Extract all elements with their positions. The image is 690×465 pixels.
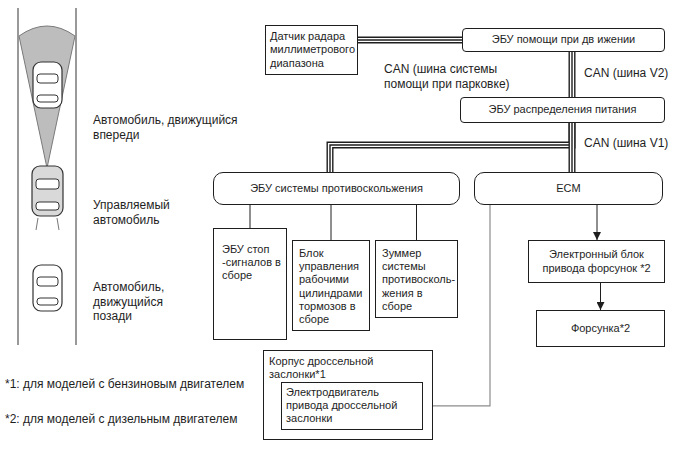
radar-cone: [19, 26, 75, 168]
node-text: ЭБУ стоп -сигналов в сборе: [222, 243, 281, 283]
node-text: Зуммер системы противосколь- жения в сбо…: [382, 247, 453, 313]
road-edge: [75, 8, 76, 345]
node-text: ЭБУ системы противоскольжения: [218, 182, 455, 195]
node-text: Датчик радара миллиметрового диапазона: [270, 30, 353, 70]
connector-stroke: [571, 52, 572, 97]
housing-box: Корпус дроссельной заслонки*1Электродвиг…: [263, 350, 433, 440]
footnote: *2: для моделей с дизельным двигателем: [5, 412, 245, 427]
connector-stroke: [570, 123, 574, 172]
component-box: Блок управления рабочими цилиндрами торм…: [292, 240, 370, 331]
car-window: [36, 179, 59, 189]
node-text: ЭБУ помощи при дв ижении: [467, 33, 660, 46]
can-bus: [330, 123, 572, 172]
ecu-box: ЭБУ системы противоскольжения: [213, 172, 460, 205]
can-bus: [358, 40, 462, 41]
can-bus: [572, 123, 573, 172]
signal-line: [250, 205, 251, 228]
component-box: Электронный блок привода форсунок *2: [528, 240, 665, 283]
car-window: [37, 298, 58, 305]
connector-stroke: [250, 205, 251, 228]
signal-line: [600, 283, 601, 310]
connector-stroke: [330, 123, 572, 172]
connector-stroke: [416, 205, 417, 240]
component-box: Форсунка*2: [536, 310, 665, 347]
component-box: Электродвигатель привода дроссельной зас…: [281, 382, 423, 430]
connector-stroke: [358, 38, 462, 42]
connector-stroke: [358, 37, 462, 44]
car-window: [36, 202, 59, 210]
sensor-box: Датчик радара миллиметрового диапазона: [265, 25, 358, 75]
connector-stroke: [570, 52, 574, 97]
footnote: *1: для моделей с бензиновым двигателем: [5, 377, 245, 392]
signal-line: [331, 205, 332, 240]
connector-stroke: [330, 123, 572, 172]
front-car: [33, 62, 62, 108]
can-bus: [572, 52, 573, 97]
motion-line: [36, 218, 38, 230]
road-edge: [17, 8, 18, 345]
own-car: [32, 166, 63, 216]
bus-label: CAN (шина V2): [582, 66, 670, 81]
motion-line: [57, 218, 59, 230]
vehicle-label: Автомобиль, движущийся впереди: [93, 113, 258, 142]
node-text: Электродвигатель привода дроссельной зас…: [286, 386, 418, 426]
connector-stroke: [597, 205, 598, 240]
connector-stroke: [331, 205, 332, 240]
signal-line: [416, 205, 417, 240]
signal-line: [597, 205, 598, 240]
connector-stroke: [569, 52, 576, 97]
vehicle-label: Автомобиль, движущийся позади: [93, 280, 188, 324]
node-text: ЭБУ распределения питания: [465, 103, 660, 116]
connector-stroke: [358, 39, 462, 40]
car-window: [37, 95, 58, 102]
vehicle-label: Управляемый автомобиль: [93, 198, 203, 227]
node-text: Корпус дроссельной заслонки*1: [269, 355, 427, 381]
rear-car: [33, 265, 62, 311]
car-window: [37, 277, 58, 286]
connector-stroke: [571, 123, 572, 172]
ecu-box: ЭБУ помощи при дв ижении: [462, 28, 665, 52]
connector-stroke: [569, 123, 576, 172]
node-text: ECM: [479, 182, 658, 195]
node-text: Блок управления рабочими цилиндрами торм…: [299, 247, 365, 326]
bus-label: CAN (шина V1): [582, 136, 670, 151]
connector-stroke: [330, 123, 572, 172]
bus-label: CAN (шина системы помощи при парковке): [382, 62, 526, 91]
component-box: Зуммер системы противосколь- жения в сбо…: [375, 240, 458, 318]
ecu-box: ECM: [474, 172, 663, 205]
component-box: ЭБУ стоп -сигналов в сборе: [213, 228, 287, 340]
connector-stroke: [600, 283, 601, 310]
node-text: Форсунка*2: [541, 322, 660, 335]
ecu-box: ЭБУ распределения питания: [460, 97, 665, 123]
node-text: Электронный блок привода форсунок *2: [533, 248, 660, 274]
car-window: [37, 74, 58, 83]
